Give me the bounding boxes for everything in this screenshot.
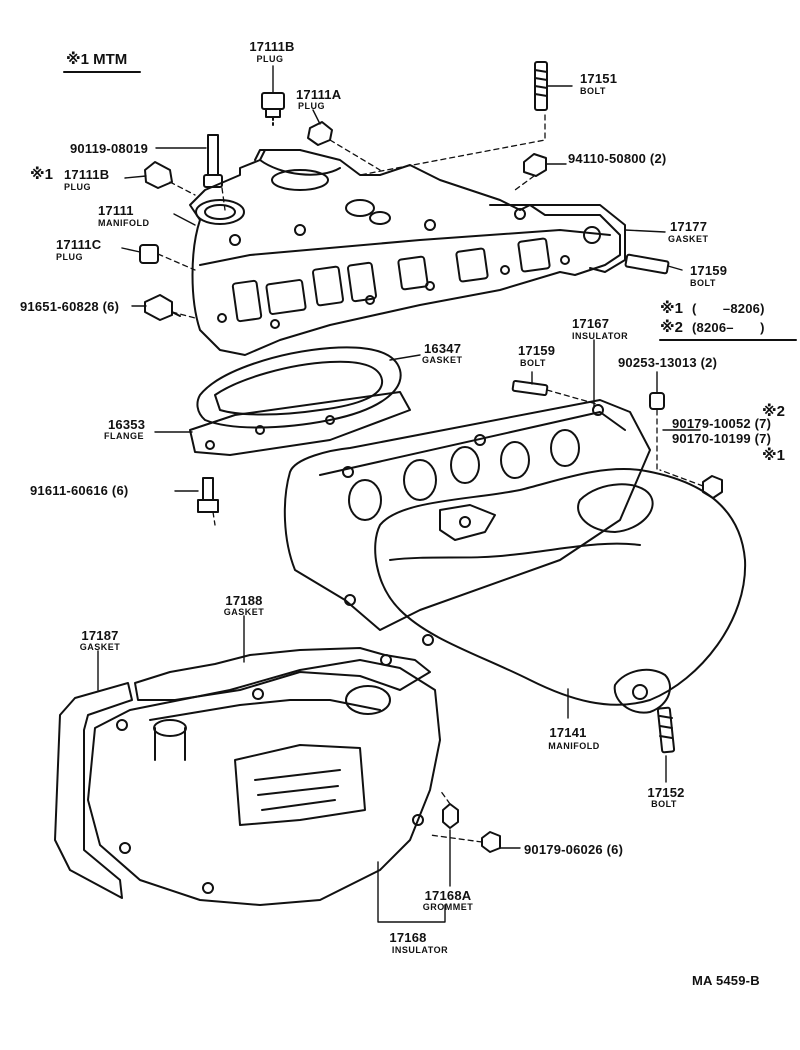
part-17159-right-number: 17159 [690, 263, 728, 278]
plug-17111B-top-shape [261, 92, 285, 126]
legend-row2-range: (8206– ) [692, 320, 765, 335]
part-90179-10052-mark: ※2 [762, 403, 785, 420]
bolt-17151-shape [534, 61, 548, 111]
legend-row1-mark: ※1 [660, 300, 683, 317]
part-17159-mid-number: 17159 [518, 343, 556, 358]
part-17111-number: 17111 [98, 203, 134, 218]
bolt-90119-shape [203, 134, 223, 188]
part-17188-name: GASKET [223, 607, 265, 617]
grommet-17168A-shape [442, 803, 459, 829]
part-17111B-left-name: PLUG [64, 182, 92, 192]
part-16353-number: 16353 [108, 417, 146, 432]
collar-90253-shape [649, 392, 665, 410]
part-94110-number: 94110-50800 (2) [568, 151, 667, 166]
nut-94110-shape [523, 153, 547, 177]
part-17111B-top-number: 17111B [249, 39, 295, 54]
gasket-17177-shape [489, 204, 626, 273]
part-16347-name: GASKET [422, 355, 463, 365]
legend-row1-range: ( –8206) [692, 301, 765, 316]
part-17111B-left-number: 17111B [64, 167, 110, 182]
part-91651-number: 91651-60828 (6) [20, 299, 120, 314]
part-17187-number: 17187 [81, 628, 119, 643]
exhaust-manifold-shape [374, 468, 747, 714]
part-17159-mid-name: BOLT [520, 358, 546, 368]
part-17168A-name: GROMMET [422, 902, 474, 912]
part-17152-name: BOLT [651, 799, 677, 809]
part-17167-number: 17167 [572, 316, 610, 331]
part-90179-10052-number: 90179-10052 (7) [672, 416, 772, 431]
plug-17111C-shape [139, 244, 159, 264]
leader-lines [97, 65, 701, 923]
insulator-17168-shape [87, 654, 441, 906]
part-17168A-number: 17168A [424, 888, 472, 903]
part-90170-10199-mark: ※1 [762, 447, 785, 464]
legend-row2-mark: ※2 [660, 319, 683, 336]
gasket-17187-shape [54, 682, 133, 899]
part-17187-name: GASKET [79, 642, 121, 652]
part-17168-number: 17168 [389, 930, 427, 945]
part-17151-name: BOLT [580, 86, 606, 96]
part-17167-name: INSULATOR [572, 331, 629, 341]
bolt-17159-right-shape [624, 253, 670, 275]
stud-17159-mid-shape [511, 379, 549, 397]
plug-17111A-shape [307, 121, 333, 146]
part-16353-name: FLANGE [104, 431, 144, 441]
part-17177-name: GASKET [668, 234, 709, 244]
intake-manifold-shape [189, 149, 621, 356]
diagram-code: MA 5459-B [692, 973, 760, 988]
assembly-dashed-lines [157, 114, 704, 843]
part-17111-name: MANIFOLD [98, 218, 150, 228]
part-17111C-name: PLUG [56, 252, 84, 262]
bolt-17152-shape [656, 706, 676, 754]
part-17177-number: 17177 [670, 219, 708, 234]
part-17111B-left-mark: ※1 [30, 166, 53, 183]
part-17151-number: 17151 [580, 71, 618, 86]
part-17168-name: INSULATOR [391, 945, 449, 955]
part-90253-number: 90253-13013 (2) [618, 355, 718, 370]
variant-note: ※1 MTM [66, 51, 128, 68]
part-17111B-top-name: PLUG [256, 54, 284, 64]
part-91611-number: 91611-60616 (6) [30, 483, 129, 498]
sensor-91651-shape [144, 294, 181, 321]
part-90179-06026-number: 90179-06026 (6) [524, 842, 624, 857]
plug-17111B-left-shape [144, 161, 173, 189]
bolt-90179-06026-shape [481, 831, 501, 853]
part-17111C-number: 17111C [56, 237, 102, 252]
bolt-91611-shape [197, 477, 219, 513]
part-17188-number: 17188 [225, 593, 263, 608]
part-17111A-name: PLUG [298, 101, 326, 111]
part-90170-10199-number: 90170-10199 (7) [672, 431, 772, 446]
part-17152-number: 17152 [647, 785, 685, 800]
part-90119-number: 90119-08019 [70, 141, 149, 156]
nut-90179-10052-shape [702, 475, 723, 499]
part-17141-name: MANIFOLD [548, 741, 600, 751]
part-16347-number: 16347 [424, 341, 462, 356]
gasket-16347-shape [196, 346, 402, 429]
part-17111A-number: 17111A [296, 87, 342, 102]
flange-16353-shape [189, 391, 411, 456]
part-17141-number: 17141 [549, 725, 587, 740]
part-17159-right-name: BOLT [690, 278, 716, 288]
insulator-17167-shape [283, 399, 651, 646]
